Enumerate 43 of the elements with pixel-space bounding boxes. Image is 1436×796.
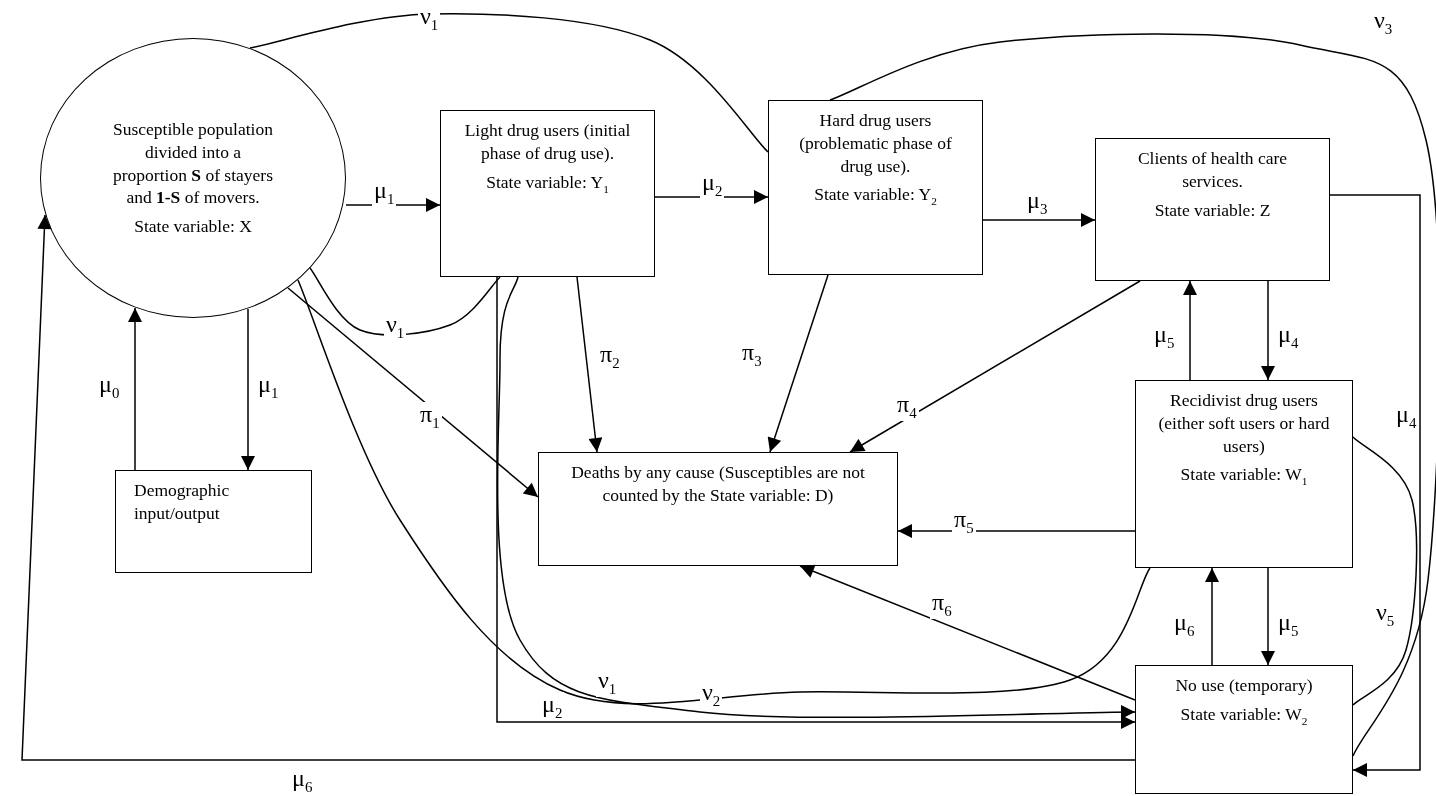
arrow	[241, 308, 255, 471]
connector-line	[297, 279, 1151, 705]
arrow	[1329, 194, 1421, 777]
arrow	[576, 276, 603, 453]
node-text: Hard drug users (problematic phase of drug use).	[798, 109, 953, 178]
node-text: State variable: W$_{1}$	[1180, 463, 1308, 489]
node-text: Demographic input/output	[134, 479, 231, 525]
node-text: Clients of health care services.	[1136, 147, 1289, 193]
arrow	[128, 307, 142, 471]
state-box	[115, 470, 312, 573]
node-text: State variable: W$_{2}$	[1180, 702, 1308, 729]
connector-line	[1352, 436, 1418, 706]
state-box	[1135, 665, 1353, 794]
arrow	[982, 213, 1096, 227]
connector-line	[829, 33, 1436, 757]
arrow	[287, 287, 539, 498]
node-text: No use (temporary)	[1175, 674, 1313, 697]
arrow	[1205, 567, 1219, 666]
node-text: State variable: Y$_{1}$	[486, 170, 609, 196]
node-text: Deaths by any cause (Susceptibles are not counted by the State variable: D)	[570, 461, 866, 507]
node-text: Susceptible population divided into a proportion S of stayers and 1-S of movers.	[112, 118, 274, 210]
arrow	[799, 564, 1136, 701]
arrow	[767, 274, 829, 453]
state-box	[538, 452, 898, 566]
arrow	[1261, 567, 1275, 666]
connector-line	[309, 267, 501, 336]
arrow	[897, 524, 1136, 538]
arrow	[21, 214, 1136, 761]
state-box	[768, 100, 983, 275]
edge-label: μ$_{2}$	[540, 692, 565, 721]
arrow	[849, 280, 1141, 453]
edge-label: π$_{1}$	[418, 402, 442, 431]
state-box	[440, 110, 655, 277]
arrow	[1261, 280, 1275, 381]
node-text: Light drug users (initial phase of drug use).	[463, 119, 632, 165]
state-box	[1095, 138, 1330, 281]
node-text: Recidivist drug users (either soft users or hard users)	[1157, 389, 1331, 458]
arrow	[1183, 280, 1197, 381]
state-box	[1135, 380, 1353, 568]
node-text: State variable: X	[134, 215, 252, 238]
node-text: State variable: Z	[1154, 198, 1271, 222]
connector-line	[249, 13, 769, 153]
node-text: State variable: Y$_{2}$	[814, 183, 937, 209]
